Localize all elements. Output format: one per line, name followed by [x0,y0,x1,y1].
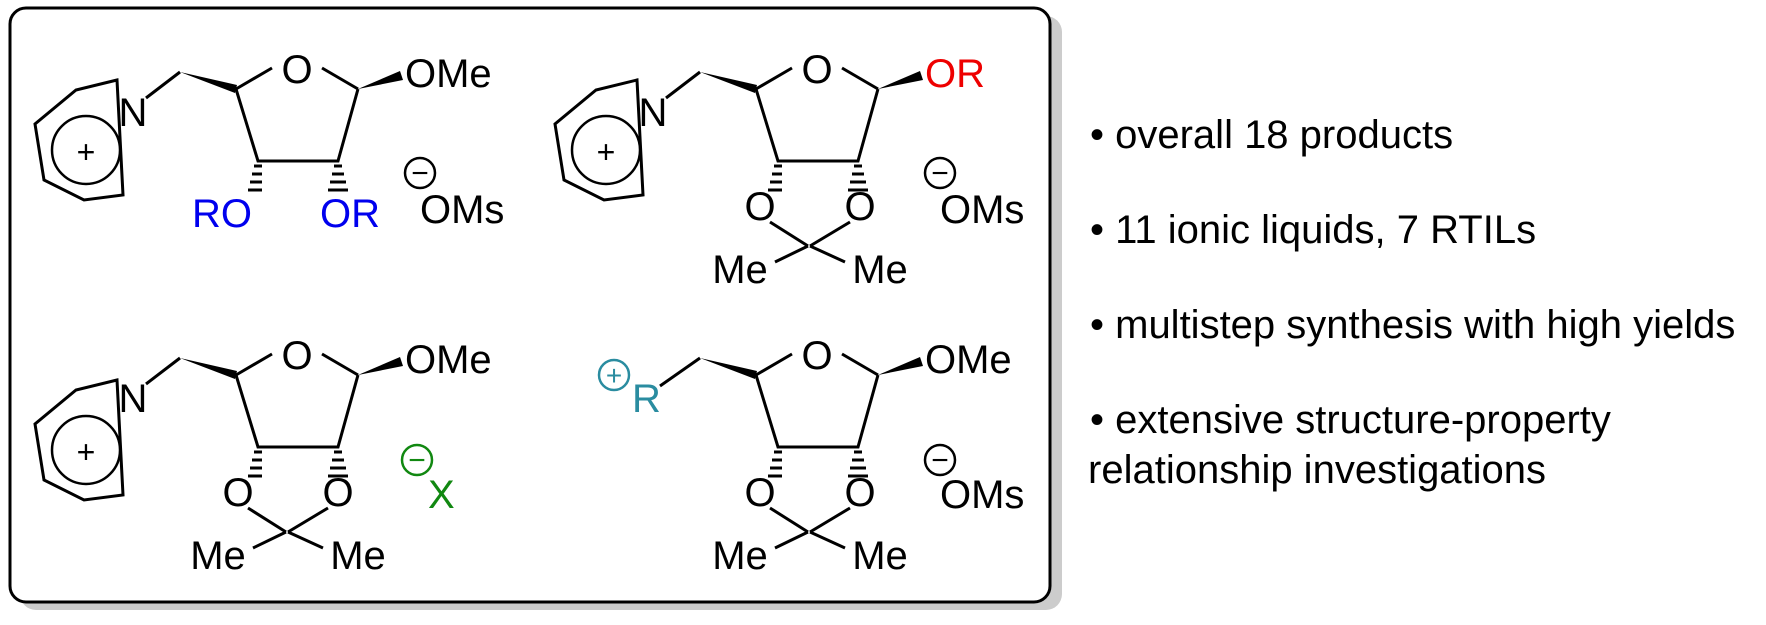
methyl-right: Me [852,248,908,292]
anion-charge: − [408,444,426,477]
anion-charge: − [931,444,949,477]
methyl-left: Me [712,534,768,578]
hydroxyl-right: OR [320,192,380,236]
wedge-bond [878,357,923,375]
cation-charge: + [606,360,622,391]
hydroxyl-left: RO [192,192,252,236]
aromatic-circle [50,414,122,486]
bullet-synthesis: • multistep synthesis with high yields [1090,300,1735,350]
anion-label: OMs [940,473,1024,517]
reaction-scheme: + N O OMe RO OR − OMs + N O [8,6,1062,610]
bullet-ionic-liquids: • 11 ionic liquids, 7 RTILs [1090,205,1536,255]
ring-oxygen: O [281,48,312,92]
bullet-investigations: • extensive structure-property relations… [1088,395,1611,495]
anion-label: OMs [420,188,504,232]
wedge-bond [700,358,757,379]
anion-charge-circle [403,156,437,190]
anion-charge-circle [923,443,957,477]
structure-3: + N O OMe O O Me Me − X [33,334,492,578]
cation-charge: + [77,134,96,170]
bullet-products: • overall 18 products [1090,110,1453,160]
cation-charge: + [597,134,616,170]
structure-2: + N O OR O O Me Me − OMs [553,48,1024,292]
pyridinium-ring [33,78,125,202]
ring-oxygen: O [281,334,312,378]
bullet-text: • 11 ionic liquids, 7 RTILs [1090,208,1537,252]
anion-label: OMs [940,188,1024,232]
cation-group: R [632,377,661,421]
cation-charge: + [77,434,96,470]
anion-charge-circle [923,156,957,190]
anomeric-substituent: OR [925,52,985,96]
ring-oxygen: O [801,48,832,92]
bullet-text: • multistep synthesis with high yields [1090,303,1736,347]
wedge-bond [878,71,923,89]
nitrogen-label: N [119,91,148,135]
structure-1: + N O OMe RO OR − OMs [33,48,504,236]
nitrogen-label: N [119,377,148,421]
ring-oxygen: O [801,334,832,378]
wedge-bond [358,357,403,375]
aromatic-circle [50,114,122,186]
wedge-bond [180,358,237,379]
anion-charge: − [411,157,429,190]
methyl-left: Me [712,248,768,292]
anion-label: X [428,473,455,517]
cation-charge-circle [597,358,631,392]
anomeric-substituent: OMe [405,338,492,382]
anion-charge-circle [400,443,434,477]
frame [8,6,1052,604]
structure-4: + R O OMe O O Me Me − OMs [597,334,1024,578]
bullet-text-continued: relationship investigations [1088,448,1547,492]
anomeric-substituent: OMe [405,52,492,96]
anion-charge: − [931,157,949,190]
aromatic-circle [570,114,642,186]
nitrogen-label: N [639,91,668,135]
pyridinium-ring [33,378,125,502]
bullet-text: • overall 18 products [1090,113,1454,157]
methyl-left: Me [190,534,246,578]
wedge-bond [358,71,403,89]
pyridinium-ring [553,78,645,202]
wedge-bond [180,72,237,93]
bullet-text: • extensive structure-property [1090,398,1611,442]
wedge-bond [700,72,757,93]
methyl-right: Me [330,534,386,578]
methyl-right: Me [852,534,908,578]
anomeric-substituent: OMe [925,338,1012,382]
